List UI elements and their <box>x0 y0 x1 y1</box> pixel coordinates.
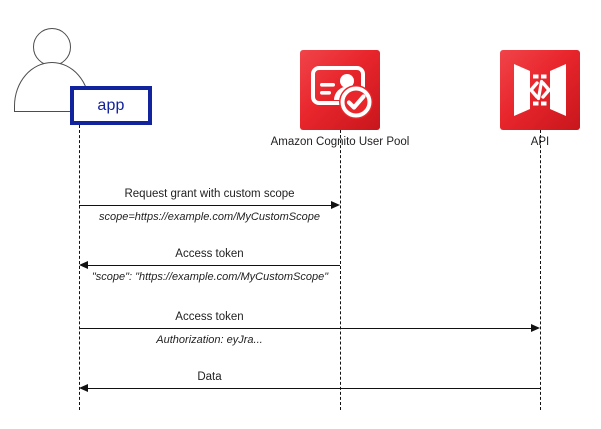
api-gateway-icon[interactable] <box>500 50 580 130</box>
participant-api-caption: API <box>530 136 550 148</box>
message-4-arrowhead <box>79 383 88 392</box>
message-2-line <box>82 265 340 266</box>
message-1-line <box>79 205 337 206</box>
message-4-label: Data <box>197 371 222 383</box>
message-3-sublabel: Authorization: eyJra... <box>156 334 263 346</box>
lifeline-cognito <box>340 130 341 410</box>
participant-app-label: app <box>97 96 125 114</box>
participant-app-box[interactable]: app <box>70 86 152 125</box>
message-3-arrowhead <box>531 323 540 332</box>
actor-person-icon-head <box>33 28 71 66</box>
amazon-cognito-user-pool-icon[interactable] <box>300 50 380 130</box>
message-2-label: Access token <box>175 248 244 260</box>
message-3-label: Access token <box>175 311 244 323</box>
message-4-line <box>82 388 540 389</box>
message-1-arrowhead <box>331 200 340 209</box>
lifeline-api <box>540 130 541 410</box>
message-3-line <box>79 328 531 329</box>
message-1-sublabel: scope=https://example.com/MyCustomScope <box>98 211 320 223</box>
message-1-label: Request grant with custom scope <box>124 188 295 200</box>
message-2-arrowhead <box>79 260 88 269</box>
message-2-sublabel: "scope": "https://example.com/MyCustomSc… <box>91 271 329 283</box>
